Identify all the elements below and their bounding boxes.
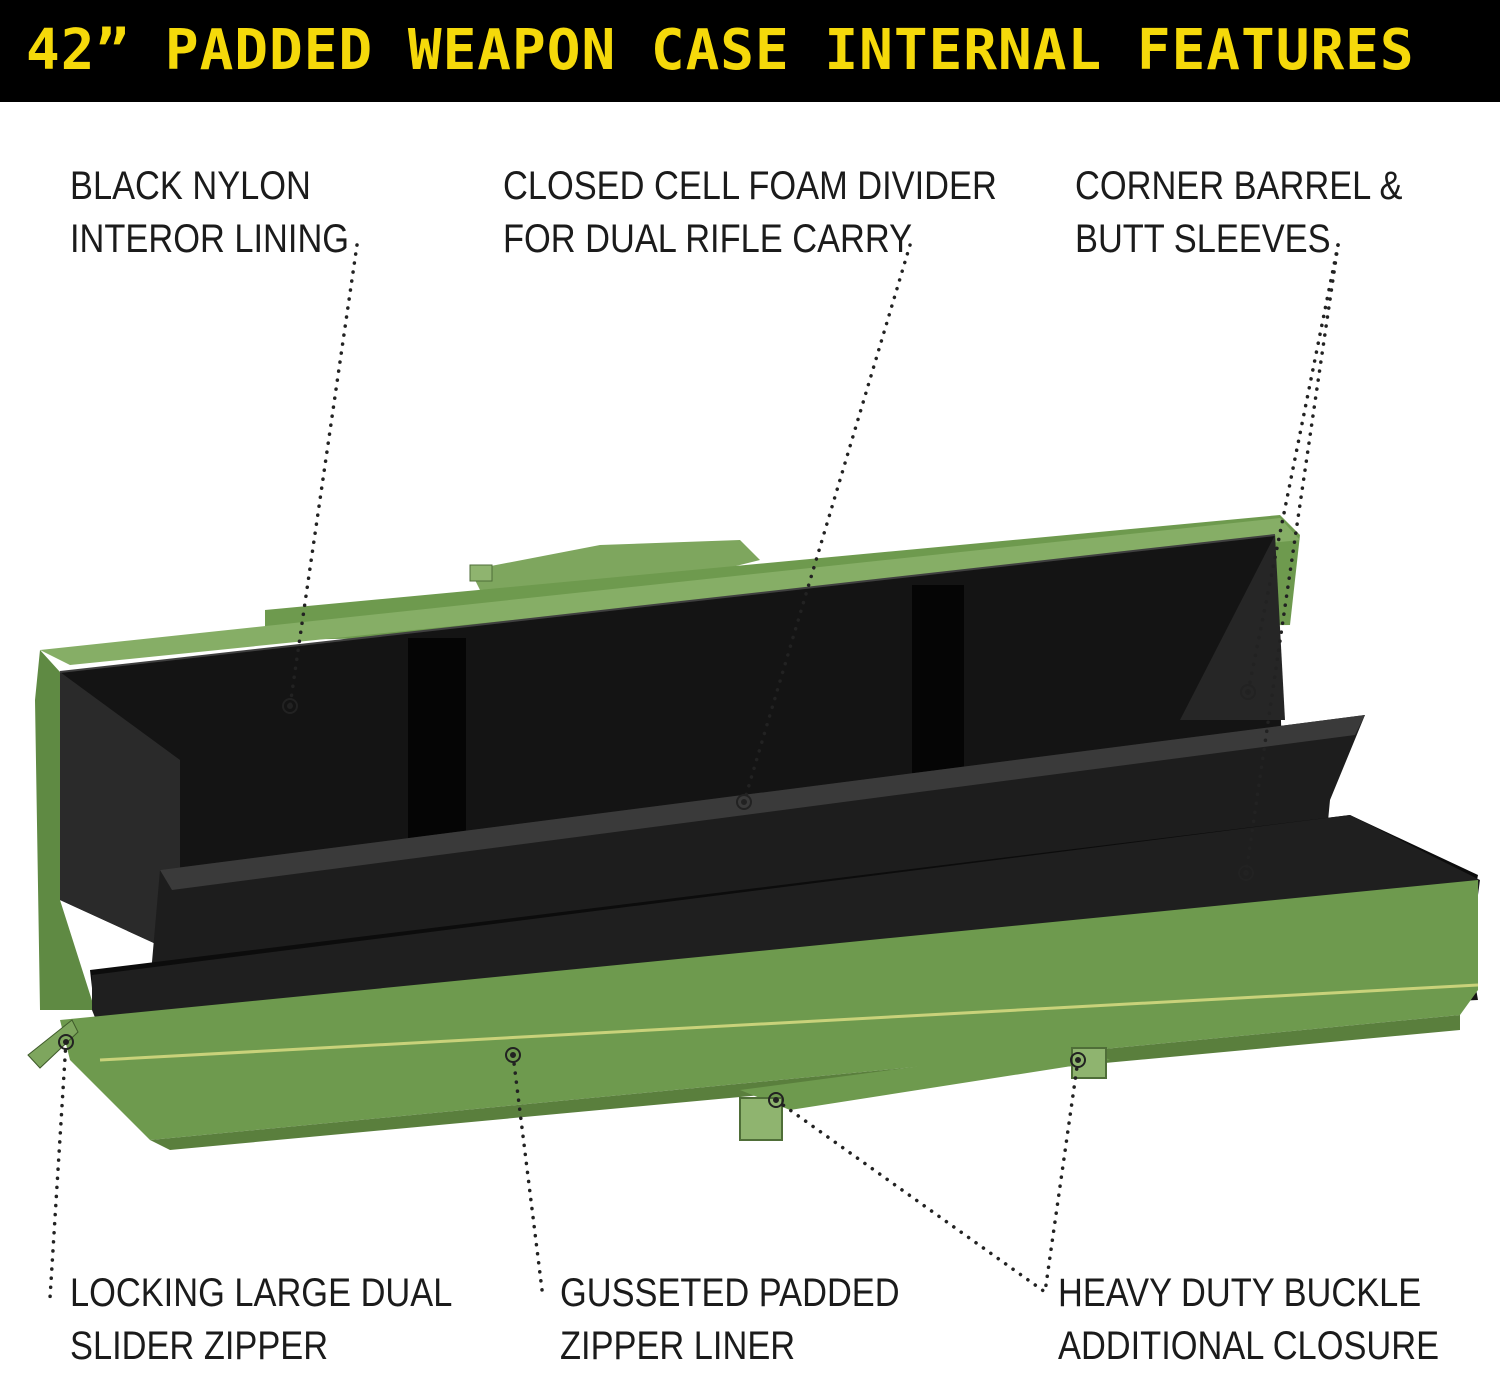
callout-line: LOCKING LARGE DUAL — [70, 1271, 453, 1315]
title-banner: 42” PADDED WEAPON CASE INTERNAL FEATURES — [0, 0, 1500, 102]
callout-buckle: HEAVY DUTY BUCKLE ADDITIONAL CLOSURE — [1058, 1267, 1439, 1373]
callout-line: HEAVY DUTY BUCKLE — [1058, 1271, 1422, 1315]
callout-line: GUSSETED PADDED — [560, 1271, 900, 1315]
callout-corner-sleeves: CORNER BARREL & BUTT SLEEVES — [1075, 160, 1403, 266]
callout-line: CORNER BARREL & — [1075, 164, 1403, 208]
callout-leader-lines — [48, 243, 1340, 1300]
callout-target-markers — [58, 684, 1256, 1108]
callout-line: ADDITIONAL CLOSURE — [1058, 1324, 1440, 1368]
callout-line: ZIPPER LINER — [560, 1324, 796, 1368]
callout-line: INTEROR LINING — [70, 217, 350, 261]
callout-nylon-lining: BLACK NYLON INTEROR LINING — [70, 160, 349, 266]
weapon-case — [27, 515, 1480, 1150]
callout-line: BLACK NYLON — [70, 164, 311, 208]
callout-line: SLIDER ZIPPER — [70, 1324, 329, 1368]
callout-zipper: LOCKING LARGE DUAL SLIDER ZIPPER — [70, 1267, 452, 1373]
callout-foam-divider: CLOSED CELL FOAM DIVIDER FOR DUAL RIFLE … — [503, 160, 997, 266]
callout-line: CLOSED CELL FOAM DIVIDER — [503, 164, 997, 208]
page-title: 42” PADDED WEAPON CASE INTERNAL FEATURES — [26, 18, 1415, 83]
callout-line: BUTT SLEEVES — [1075, 217, 1331, 261]
callout-zipper-liner: GUSSETED PADDED ZIPPER LINER — [560, 1267, 900, 1373]
weapon-case-illustration — [27, 243, 1480, 1300]
callout-line: FOR DUAL RIFLE CARRY — [503, 217, 913, 261]
